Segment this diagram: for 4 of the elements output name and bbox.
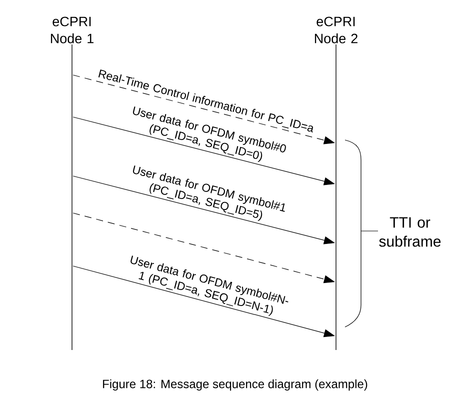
- bracket-label: TTI or subframe: [379, 217, 441, 247]
- participant-lifeline: eCPRI Node 1: [50, 16, 94, 350]
- participant-lifeline: eCPRI Node 2: [314, 16, 358, 350]
- figure-caption: Figure 18: Message sequence diagram (example): [103, 379, 368, 391]
